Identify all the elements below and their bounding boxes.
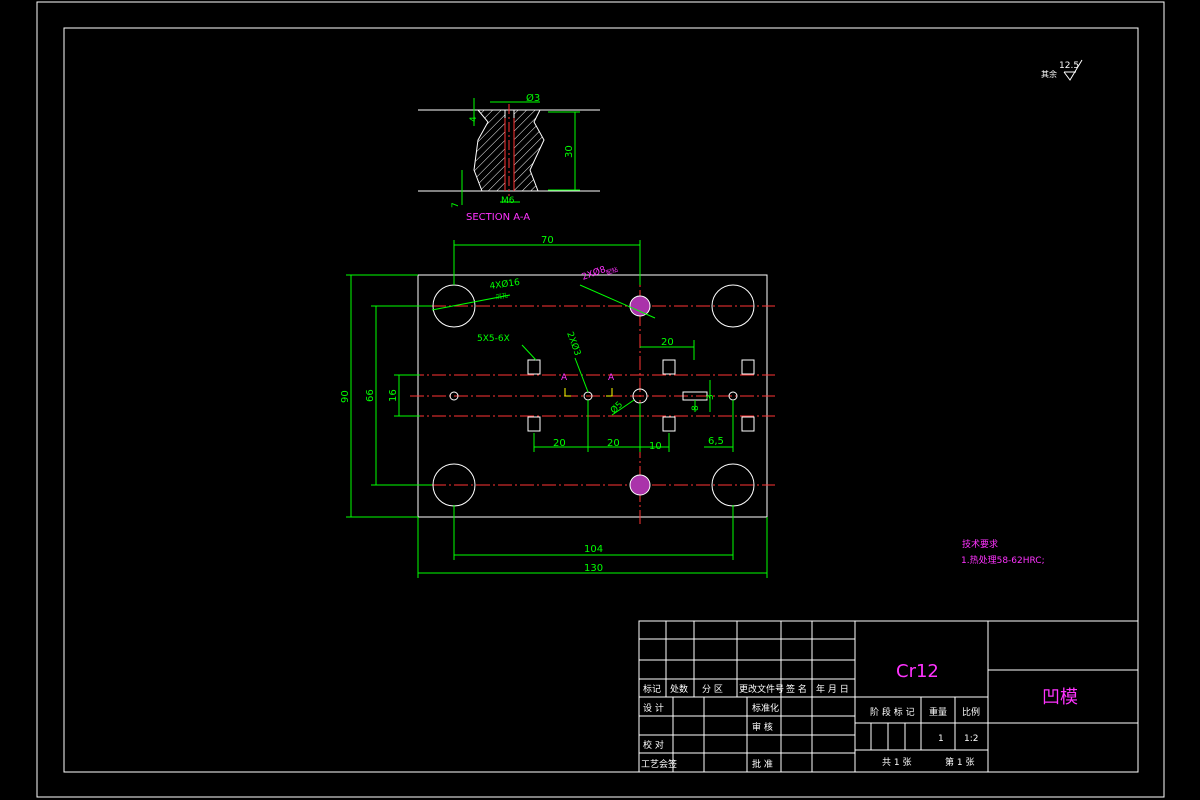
punch-slot: [527, 359, 541, 375]
pin-hole-top: [629, 295, 651, 317]
scale-value: 1:2: [964, 734, 978, 744]
scale-label: 比例: [962, 706, 980, 718]
sheet-number: 第 1 张: [945, 756, 974, 768]
punch-slot: [662, 359, 676, 375]
dim-70: 70: [541, 235, 554, 246]
quantity-value: 1: [938, 734, 944, 744]
material-label: Cr12: [896, 661, 939, 682]
drawing-border: [63, 27, 1139, 773]
stage-label: 阶 段 标 记: [870, 706, 915, 718]
section-dim-top: 4: [469, 116, 479, 122]
tech-line-1: 1.热处理58-62HRC;: [961, 554, 1045, 566]
punch-slot: [741, 359, 755, 375]
note-4-holes-sub: 沉孔: [495, 291, 508, 301]
section-dim-thread: M6: [501, 196, 515, 206]
header-signature: 签 名: [786, 683, 807, 695]
dim-10: 10: [649, 441, 662, 452]
tech-title: 技术要求: [962, 538, 998, 550]
note-pins: 2XØ8: [580, 264, 607, 283]
header-date: 年 月 日: [816, 683, 849, 695]
plan-view: A A: [340, 235, 775, 578]
row-approve: 批 准: [752, 758, 773, 770]
roughness-symbol: 12.5 其余: [1041, 59, 1083, 81]
row-standard: 标准化: [752, 702, 779, 714]
punch-slot: [741, 416, 755, 432]
outer-frame: [36, 1, 1165, 798]
punch-slot: [662, 416, 676, 432]
cut-marker-a1: A: [561, 373, 568, 383]
weight-label: 重量: [929, 706, 947, 718]
dim-20a: 20: [553, 438, 566, 449]
dim-90: 90: [340, 390, 351, 403]
note-big-hole: Ø5: [608, 399, 625, 416]
dim-16: 16: [388, 389, 399, 402]
header-zone: 分 区: [702, 684, 723, 695]
dim-66: 66: [365, 389, 376, 402]
section-dim-height: 30: [564, 145, 575, 158]
roughness-value: 12.5: [1059, 61, 1079, 71]
roughness-prefix: 其余: [1041, 69, 1057, 79]
dim-6-5: 6,5: [708, 436, 724, 447]
dim-20c: 20: [661, 337, 674, 348]
section-dim-dia: Ø3: [526, 92, 540, 104]
cut-marker-a2: A: [608, 373, 615, 383]
dim-104: 104: [584, 544, 603, 555]
counterbore-hole-tr: [711, 284, 755, 328]
header-change-doc: 更改文件号: [739, 683, 784, 695]
dim-130: 130: [584, 563, 603, 574]
section-dim-bottom: 7: [451, 202, 461, 208]
section-label: SECTION A-A: [466, 212, 530, 223]
row-check: 校 对: [643, 739, 664, 751]
pin-hole-bottom: [629, 474, 651, 496]
row-review: 审 核: [752, 721, 773, 733]
note-pins-sub: 配钻: [605, 265, 619, 277]
dim-20b: 20: [607, 438, 620, 449]
note-4-holes: 4XØ16: [489, 277, 521, 292]
total-sheets: 共 1 张: [882, 757, 911, 768]
note-small-holes: 2XØ3: [564, 330, 583, 357]
note-slots: 5X5-6X: [477, 334, 510, 344]
part-name: 凹模: [1042, 687, 1078, 708]
title-block: [638, 620, 1139, 773]
dim-8: 8: [691, 405, 701, 411]
section-a-a-view: 30 Ø3 M6 4 7 SECTION A-A: [418, 92, 600, 223]
header-count: 处数: [670, 683, 688, 695]
punch-slot: [527, 416, 541, 432]
dim-3: 3: [706, 394, 716, 400]
header-mark: 标记: [643, 683, 661, 695]
small-hole: [449, 391, 459, 401]
row-design: 设 计: [643, 702, 664, 714]
row-process: 工艺会签: [641, 758, 677, 770]
